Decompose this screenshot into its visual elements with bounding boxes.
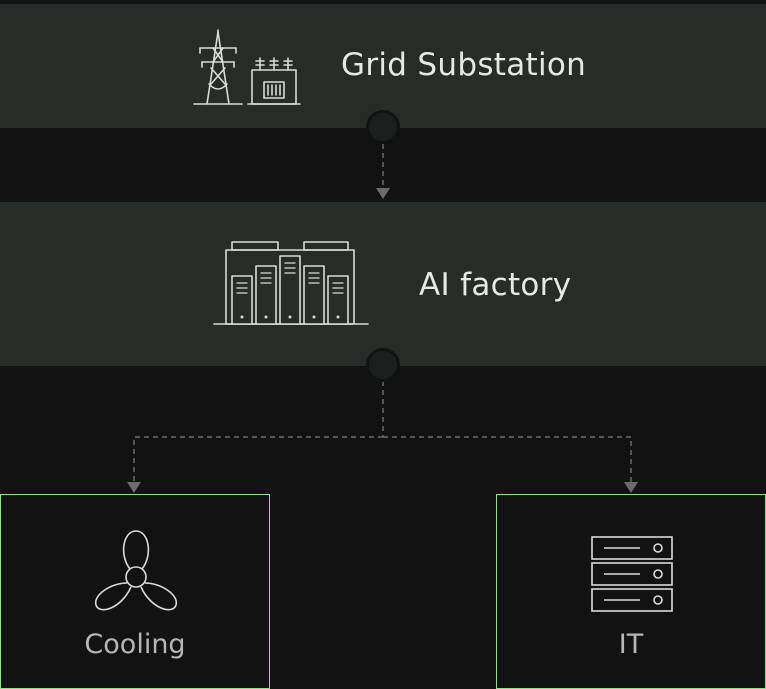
ai-factory-band xyxy=(0,202,766,366)
server-rack-icon xyxy=(591,536,673,612)
grid-substation-band xyxy=(0,4,766,128)
it-label: IT xyxy=(618,629,644,660)
arrowhead-it xyxy=(624,482,638,493)
arrowhead-ai xyxy=(376,188,390,199)
cooling-card: Cooling xyxy=(0,494,270,689)
transmission-tower-icon xyxy=(193,29,301,105)
top-divider xyxy=(0,0,766,4)
ai-factory-label: AI factory xyxy=(419,267,572,303)
ai-factory-output-node xyxy=(366,348,400,382)
arrowhead-cooling xyxy=(127,482,141,493)
grid-output-node xyxy=(366,110,400,144)
grid-substation-label: Grid Substation xyxy=(341,47,587,83)
ai-to-it-connector xyxy=(383,436,632,482)
cooling-label: Cooling xyxy=(84,629,186,660)
it-card: IT xyxy=(496,494,766,689)
data-center-icon xyxy=(213,241,369,325)
ai-to-cooling-connector xyxy=(133,436,383,482)
fan-icon xyxy=(95,530,177,611)
